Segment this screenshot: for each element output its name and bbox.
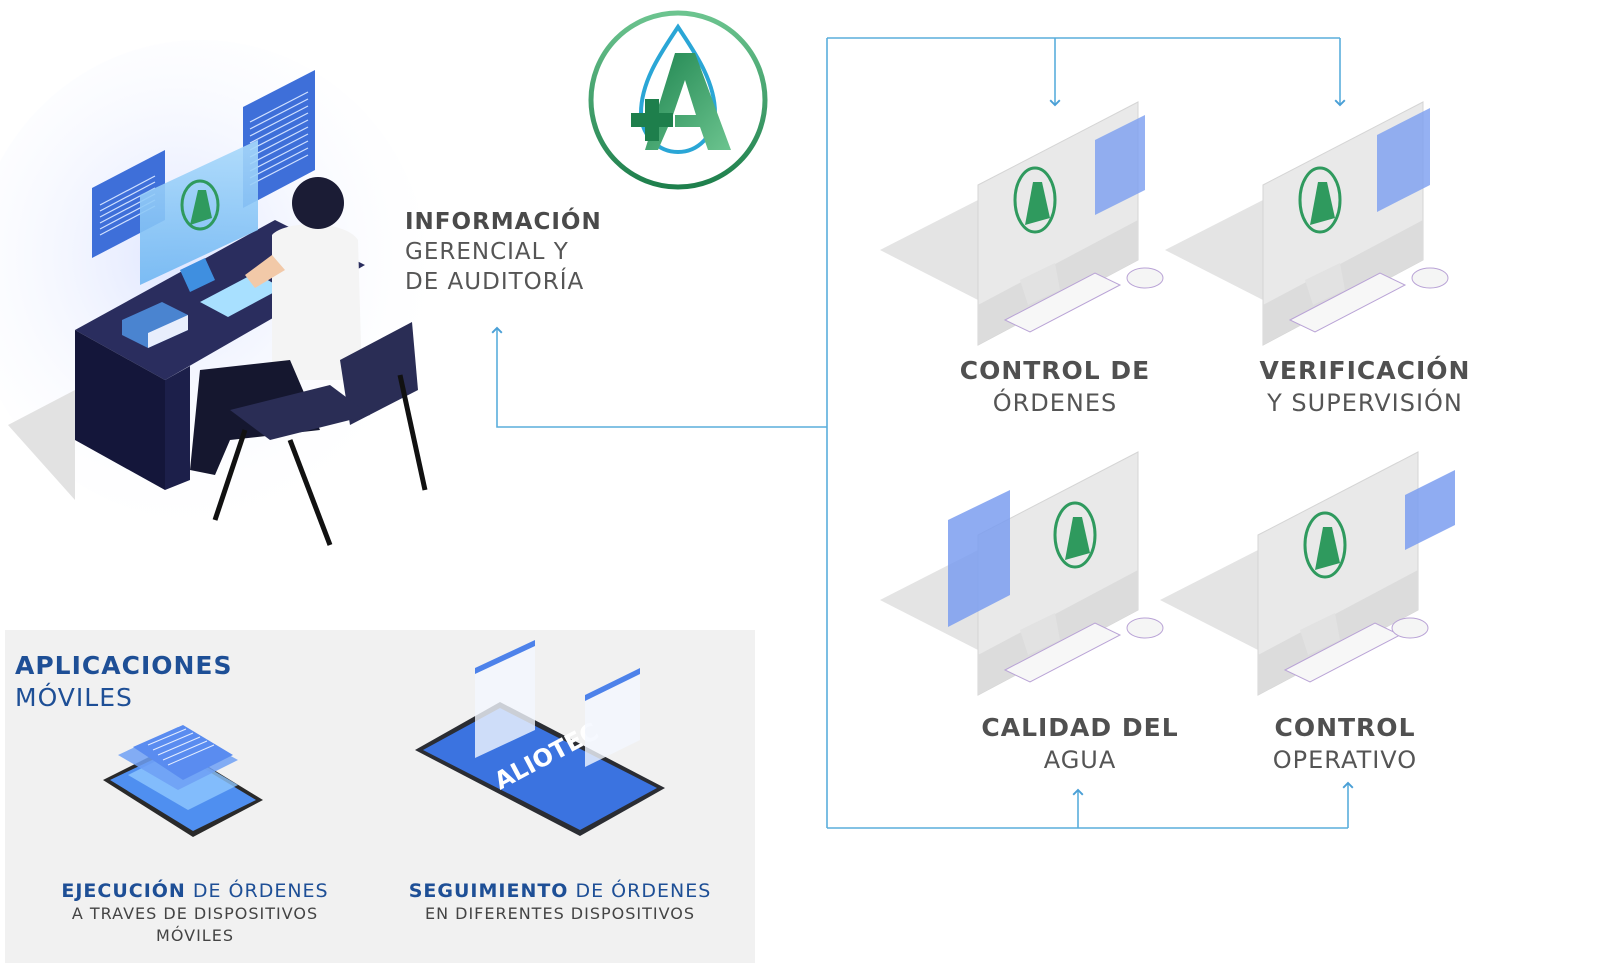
floating-window-1 bbox=[475, 640, 535, 758]
module-title-regular: AGUA bbox=[1043, 746, 1117, 774]
mouse bbox=[1126, 267, 1164, 289]
info-gerencial-label: INFORMACIÓN GERENCIAL Y DE AUDITORÍA bbox=[405, 207, 602, 297]
monitor-logo-icon bbox=[180, 179, 220, 231]
monitor-stand bbox=[1300, 613, 1340, 655]
floating-window bbox=[1405, 470, 1455, 550]
module-label-verificacion: VERIFICACIÓN Y SUPERVISIÓN bbox=[1240, 355, 1490, 419]
caption-line-3: MÓVILES bbox=[156, 926, 234, 945]
mouse bbox=[1126, 617, 1164, 639]
caption-line-2: EN DIFERENTES DISPOSITIVOS bbox=[424, 904, 696, 923]
monitor-logo-icon bbox=[1303, 511, 1347, 579]
floating-window bbox=[948, 490, 1010, 627]
mouse bbox=[1411, 267, 1449, 289]
monitor-stand bbox=[180, 258, 215, 292]
tablet-illustration: ALIOTEC bbox=[415, 640, 665, 836]
caption-rest: DE ÓRDENES bbox=[568, 880, 712, 902]
module-title-regular: OPERATIVO bbox=[1272, 746, 1418, 774]
smartphone-illustration bbox=[103, 725, 263, 837]
desk-left-side bbox=[75, 330, 165, 490]
module-label-control-ordenes: CONTROL DE ÓRDENES bbox=[950, 355, 1160, 419]
connector-to-info bbox=[491, 326, 827, 428]
person-arm bbox=[245, 255, 285, 288]
keyboard bbox=[1003, 272, 1122, 333]
keyboard bbox=[1003, 622, 1122, 683]
info-line-2: GERENCIAL Y bbox=[405, 239, 569, 265]
desk-front-leg bbox=[165, 366, 190, 490]
caption-rest: DE ÓRDENES bbox=[185, 880, 329, 902]
monitor-shadow bbox=[1165, 200, 1263, 300]
monitor-logo-icon bbox=[1298, 166, 1342, 234]
module-title-regular: ÓRDENES bbox=[992, 389, 1118, 417]
keyboard bbox=[1288, 272, 1407, 333]
module-title-bold: CONTROL DE bbox=[959, 356, 1151, 385]
caption-heading: EJECUCIÓN DE ÓRDENES bbox=[61, 880, 328, 902]
module-title-regular: Y SUPERVISIÓN bbox=[1267, 389, 1463, 417]
info-line-3: DE AUDITORÍA bbox=[405, 269, 585, 295]
monitor-shadow bbox=[1160, 550, 1258, 650]
module-title-bold: CALIDAD DEL bbox=[981, 713, 1179, 742]
caption-bold: SEGUIMIENTO bbox=[408, 880, 569, 902]
mouse bbox=[1391, 617, 1429, 639]
company-logo bbox=[588, 10, 768, 190]
monitor-shadow bbox=[880, 200, 978, 300]
info-title-bold: INFORMACIÓN bbox=[405, 209, 602, 235]
water-drop-icon bbox=[638, 23, 718, 155]
workstation-verificacion bbox=[1165, 101, 1449, 346]
module-title-bold: CONTROL bbox=[1274, 713, 1416, 742]
caption-heading: SEGUIMIENTO DE ÓRDENES bbox=[409, 880, 712, 902]
mobile-caption-seguimiento: SEGUIMIENTO DE ÓRDENES EN DIFERENTES DIS… bbox=[400, 880, 720, 925]
mobile-apps-title: APLICACIONES MÓVILES bbox=[15, 650, 233, 714]
floating-window-right bbox=[243, 70, 315, 208]
monitor-logo-icon bbox=[1053, 501, 1097, 569]
monitor-stand bbox=[1305, 263, 1345, 305]
workstation-calidad-agua bbox=[880, 451, 1164, 696]
mobile-title-regular: MÓVILES bbox=[15, 683, 133, 712]
workstation-control-ordenes bbox=[880, 101, 1164, 346]
module-label-control-operativo: CONTROL OPERATIVO bbox=[1240, 712, 1450, 776]
plus-cross-icon bbox=[631, 99, 673, 141]
person-at-desk-illustration bbox=[0, 40, 430, 546]
floor-shadow bbox=[8, 390, 75, 500]
floating-window bbox=[1377, 108, 1430, 212]
person-head bbox=[292, 177, 344, 229]
caption-bold: EJECUCIÓN bbox=[61, 880, 186, 902]
monitor-logo-icon bbox=[1013, 166, 1057, 234]
workstation-control-operativo bbox=[1160, 451, 1455, 696]
chair-seat bbox=[230, 385, 370, 440]
caption-line-2: A TRAVES DE DISPOSITIVOS bbox=[71, 904, 319, 923]
document-card bbox=[133, 725, 233, 780]
monitor-stand bbox=[1020, 263, 1060, 305]
chair-back bbox=[340, 322, 418, 425]
module-label-calidad-agua: CALIDAD DEL AGUA bbox=[960, 712, 1200, 776]
floating-window bbox=[1095, 115, 1145, 215]
monitor-stand bbox=[1020, 613, 1060, 655]
logo-ring bbox=[588, 10, 768, 190]
mobile-caption-ejecucion: EJECUCIÓN DE ÓRDENES A TRAVES DE DISPOSI… bbox=[40, 880, 350, 947]
module-title-bold: VERIFICACIÓN bbox=[1259, 356, 1471, 385]
person-body bbox=[272, 224, 362, 380]
mobile-title-bold: APLICACIONES bbox=[15, 651, 233, 680]
